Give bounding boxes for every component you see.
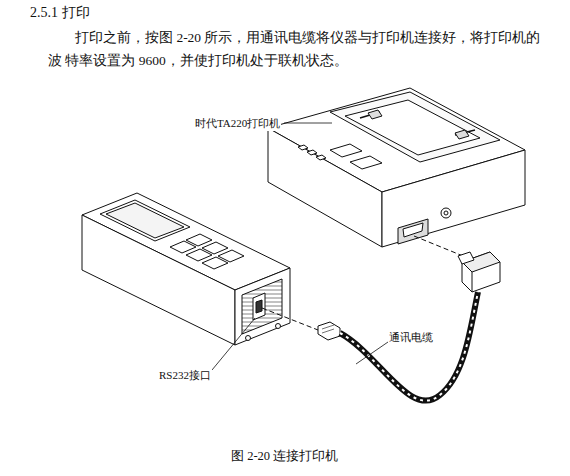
part-label: 通讯电缆 bbox=[388, 330, 434, 345]
printer bbox=[268, 88, 525, 247]
cable bbox=[262, 236, 500, 401]
part-label: RS232接口 bbox=[158, 368, 212, 383]
leader-lines bbox=[212, 123, 388, 370]
part-label: 时代TA220打印机 bbox=[194, 116, 281, 131]
instrument bbox=[82, 193, 290, 345]
section-heading: 2.5.1 打印 bbox=[30, 4, 90, 22]
body-paragraph: 打印之前，按图 2-20 所示，用通讯电缆将仪器与打印机连接好，将打印机的波 特… bbox=[48, 26, 548, 72]
figure-caption: 图 2-20 连接打印机 bbox=[231, 448, 338, 465]
